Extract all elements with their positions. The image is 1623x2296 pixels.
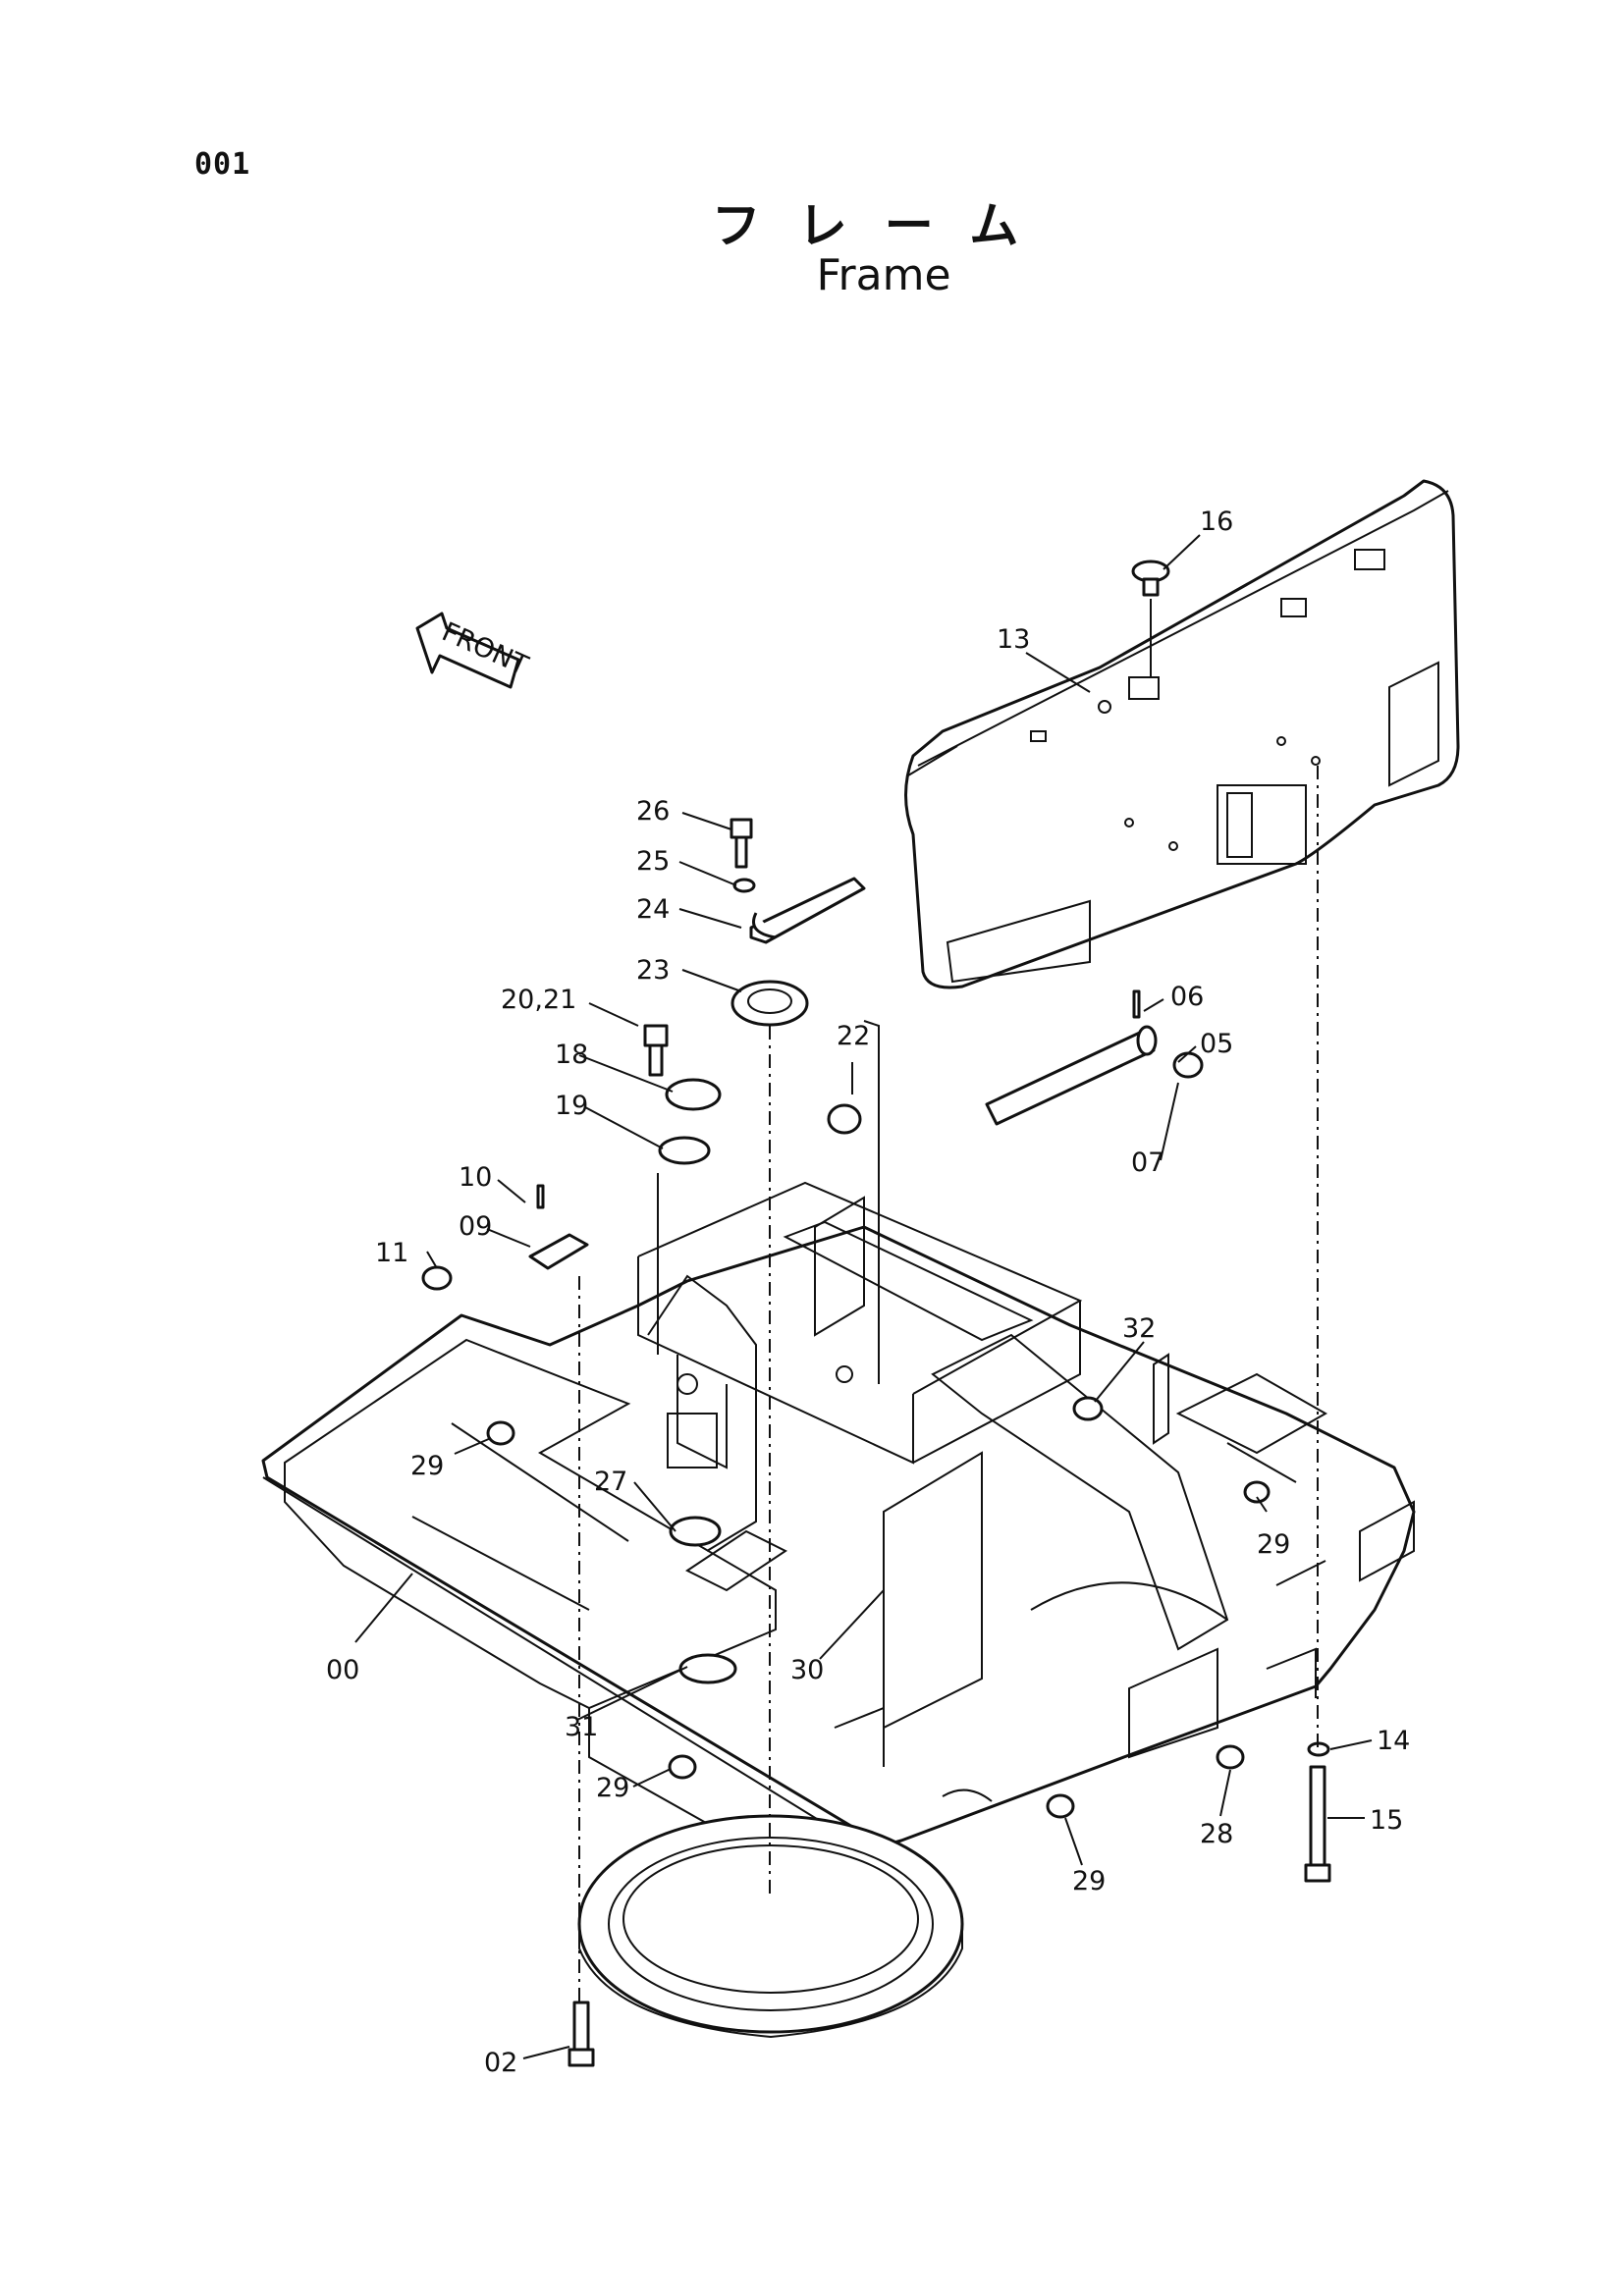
callout-label: 30 <box>790 1655 824 1685</box>
bracket-part <box>749 877 866 944</box>
callout-label: 02 <box>484 2048 517 2078</box>
callout-label: 29 <box>1257 1529 1290 1560</box>
washer-part <box>421 878 1330 1819</box>
callout-label: 18 <box>555 1040 588 1070</box>
callout-label: 29 <box>1072 1866 1106 1896</box>
title-japanese: フレーム <box>711 197 1056 254</box>
callout-leaders <box>354 534 1373 2059</box>
callout-label: 24 <box>636 894 670 925</box>
callout-labels: 16 13 26 25 24 23 20,21 22 06 05 18 19 0… <box>326 507 1410 2078</box>
callout-label: 29 <box>410 1451 444 1481</box>
cap-part <box>1131 560 1170 597</box>
callout-label: 09 <box>459 1211 492 1242</box>
callout-label: 25 <box>636 846 670 877</box>
callout-label: 00 <box>326 1655 359 1685</box>
callout-label: 16 <box>1200 507 1233 537</box>
counterweight <box>904 479 1460 989</box>
page-number: 001 <box>194 147 251 182</box>
callout-label: 14 <box>1377 1726 1410 1756</box>
callout-label: 23 <box>636 955 670 986</box>
callout-label: 07 <box>1131 1148 1164 1178</box>
callout-label: 15 <box>1370 1805 1403 1836</box>
callout-label: 29 <box>596 1773 629 1803</box>
pin-part <box>985 989 1158 1126</box>
callout-label: 22 <box>837 1021 870 1051</box>
callout-label: 11 <box>375 1238 408 1268</box>
callout-label: 31 <box>565 1712 598 1742</box>
callout-label: 32 <box>1122 1313 1156 1344</box>
callout-label: 05 <box>1200 1029 1233 1059</box>
callout-label: 10 <box>459 1162 492 1193</box>
bolt-part <box>528 818 1331 2067</box>
callout-label: 27 <box>594 1467 627 1497</box>
callout-label: 13 <box>997 624 1030 655</box>
callout-label: 20,21 <box>501 985 576 1015</box>
swing-bearing <box>577 1814 964 2039</box>
callout-label: 26 <box>636 796 670 827</box>
title-english: Frame <box>816 250 951 300</box>
front-arrow-icon: FRONT <box>415 612 533 689</box>
callout-label: 19 <box>555 1091 588 1121</box>
callout-label: 28 <box>1200 1819 1233 1849</box>
callout-label: 06 <box>1170 982 1204 1012</box>
